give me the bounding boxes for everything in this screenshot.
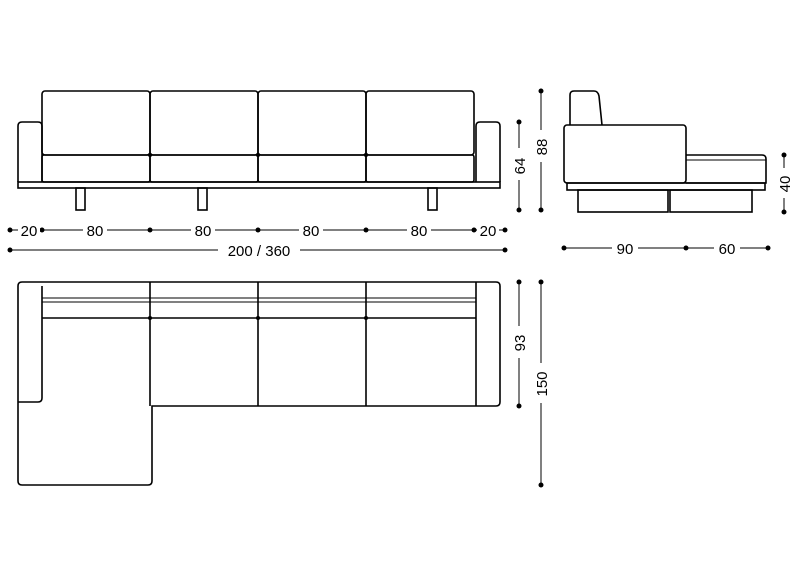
dim-chaise-height: 40 [777,176,794,193]
front-seat-cushion [41,154,151,183]
front-base [17,181,501,189]
total-width-dimension: 200 / 360 [7,241,508,260]
front-back-cushion [149,90,259,156]
front-seat-cushion [149,154,259,183]
front-height-dimensions: 64 88 [510,88,551,213]
dim-total-height: 88 [534,139,551,156]
dim-chaise-extension: 60 [719,241,736,258]
dim-depth: 90 [617,241,634,258]
front-back-cushion [41,90,151,156]
dim-chaise-depth: 150 [534,371,551,396]
dim-seat-height: 64 [512,158,529,175]
side-height-dimension: 40 [775,152,794,215]
front-back-cushion [257,90,367,156]
side-seat-body [563,124,687,184]
dim-arm-right: 20 [480,223,497,240]
front-back-cushion [365,90,475,156]
dim-arm-left: 20 [21,223,38,240]
side-view [563,90,767,213]
side-plinth [577,189,669,213]
front-seat-cushion [365,154,475,183]
front-width-dimensions: 20 80 80 80 80 20 [7,221,508,240]
top-left-arm [18,286,43,403]
top-depth-dimensions: 93 150 [510,279,551,488]
front-leg [75,187,86,211]
dim-seat-1: 80 [87,223,104,240]
front-view [17,90,501,211]
side-back [569,90,603,126]
front-leg [427,187,438,211]
top-view [17,281,501,486]
dim-total-width: 200 / 360 [228,243,291,260]
dim-seat-depth: 93 [512,335,529,352]
front-leg [197,187,208,211]
front-seat-cushion [257,154,367,183]
dim-seat-2: 80 [195,223,212,240]
front-right-arm [475,121,501,182]
top-outline [17,281,501,486]
side-chaise-cushion [686,154,767,184]
side-plinth [669,189,753,213]
front-left-arm [17,121,43,182]
side-base [566,182,766,191]
dim-seat-4: 80 [411,223,428,240]
dim-seat-3: 80 [303,223,320,240]
side-depth-dimensions: 90 60 [561,239,771,258]
